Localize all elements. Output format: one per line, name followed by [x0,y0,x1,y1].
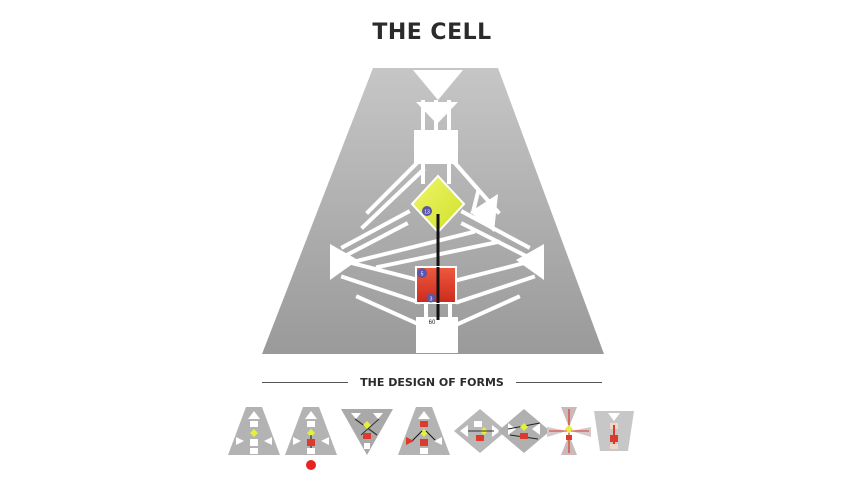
gate-3 [426,293,436,303]
thumbnail-form-4[interactable] [398,405,450,457]
ajna-center [416,102,458,124]
solar-plexus-center [516,244,544,280]
thumbnail-form-2[interactable] [285,405,337,457]
gate-13 [422,206,432,216]
thumbnail-form-8[interactable] [588,405,640,457]
root-center [416,317,458,353]
selected-indicator [306,460,316,470]
cell-bodygraph: 13 5 3 60 [262,68,604,354]
thumbnail-form-3[interactable] [341,405,393,457]
gate-3-label: 3 [430,297,433,303]
gate-5 [417,268,427,278]
spleen-center [330,244,358,280]
heart-center [470,194,498,232]
subtitle-row: THE DESIGN OF FORMS [262,372,602,392]
page-title: THE CELL [372,20,492,45]
throat-center [414,130,458,164]
thumbnail-form-5[interactable] [454,405,506,457]
divider-right [515,381,602,383]
head-center [413,70,463,100]
form-thumbnails [228,405,638,465]
section-subtitle: THE DESIGN OF FORMS [360,375,504,389]
gate-60-label: 60 [429,320,436,326]
gate-5-label: 5 [421,272,424,278]
divider-left [262,381,349,383]
thumbnail-form-1[interactable] [228,405,280,457]
thumbnail-form-6[interactable] [498,405,550,457]
gate-13-label: 13 [424,210,430,216]
thumbnail-form-7[interactable] [543,405,595,457]
